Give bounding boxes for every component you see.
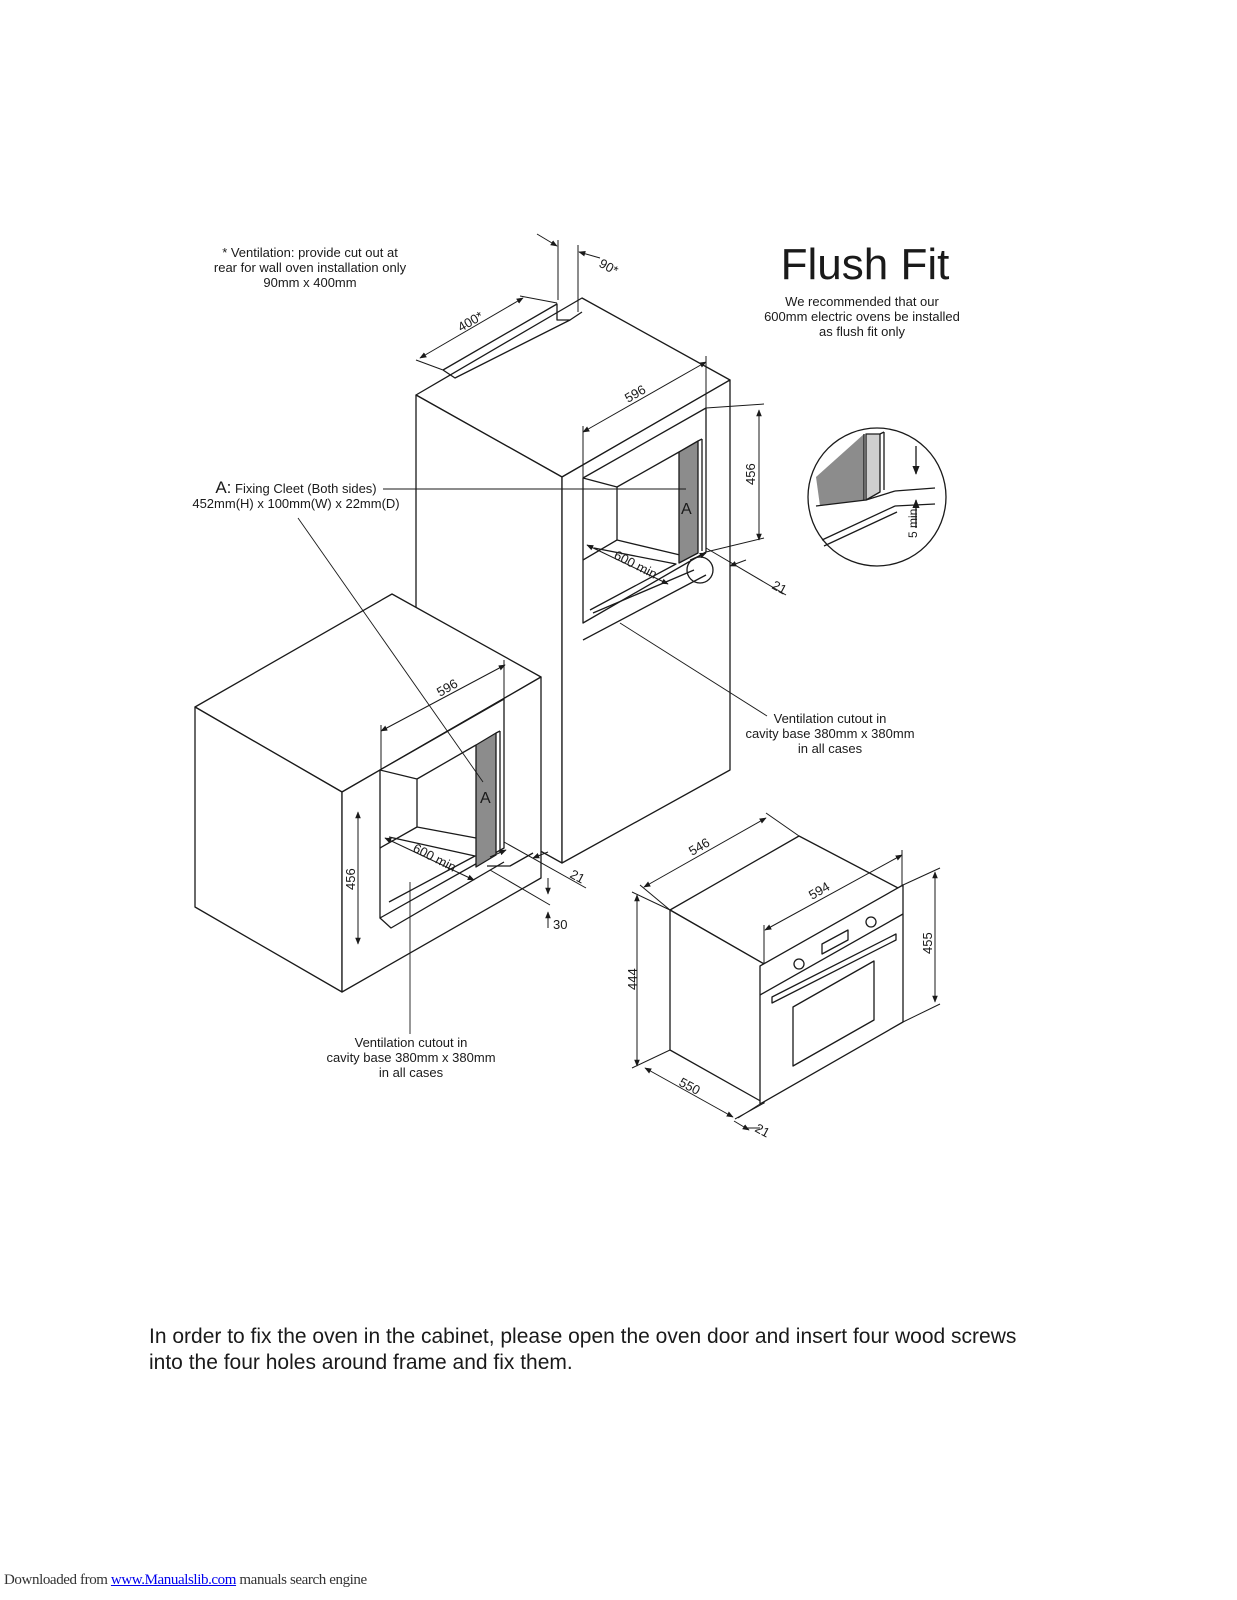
oven-handle: [772, 934, 896, 1003]
base-cabinet: [195, 594, 541, 992]
oven-window: [793, 961, 874, 1066]
tall-vent-leader: [620, 623, 767, 716]
dim-base-height: 456: [343, 868, 358, 890]
ventilation-note-line-2: rear for wall oven installation only: [213, 260, 407, 275]
dim-oven-door: 21: [753, 1120, 773, 1140]
dim-oven-depth: 546: [686, 835, 712, 859]
footer-prefix: Downloaded from: [4, 1572, 111, 1588]
base-ventilation-cutout-note: Ventilation cutout in cavity base 380mm …: [309, 1035, 513, 1080]
footer-suffix: manuals search engine: [236, 1572, 367, 1588]
base-cleet-marker: A: [480, 790, 491, 807]
dim-tall-gap: 21: [770, 577, 790, 597]
recommendation-line-3: as flush fit only: [819, 324, 905, 339]
fixing-cleet-letter: A:: [215, 478, 232, 497]
instructions-line-2: into the four holes around frame and fix…: [149, 1351, 573, 1374]
ventilation-note-line-3: 90mm x 400mm: [263, 275, 357, 290]
base-fixing-cleet: [476, 733, 496, 867]
tall-cutout-line-3: in all cases: [797, 741, 863, 756]
installation-instructions: In order to fix the oven in the cabinet,…: [149, 1324, 1109, 1376]
base-cutout-line-3: in all cases: [378, 1065, 444, 1080]
base-cutout-line-2: cavity base 380mm x 380mm: [326, 1050, 496, 1065]
oven-knob-left: [793, 958, 805, 970]
instructions-line-1: In order to fix the oven in the cabinet,…: [149, 1325, 1017, 1348]
base-cutout-line-1: Ventilation cutout in: [354, 1035, 468, 1050]
recommendation-note: We recommended that our 600mm electric o…: [742, 294, 982, 339]
dim-vent-length: 400*: [455, 308, 486, 334]
detail-inset: [807, 427, 947, 567]
recommendation-line-1: We recommended that our: [785, 294, 939, 309]
tall-cutout-line-1: Ventilation cutout in: [773, 711, 887, 726]
dim-base-bottom: 30: [553, 917, 567, 932]
fixing-cleet-label: Fixing Cleet (Both sides): [235, 481, 377, 496]
oven: [670, 836, 903, 1104]
footer: Downloaded from www.Manualslib.com manua…: [4, 1572, 367, 1589]
page-title: Flush Fit: [780, 240, 950, 289]
fixing-cleet-heading: A: Fixing Cleet (Both sides): [180, 478, 412, 497]
fixing-cleet-leader-base: [298, 518, 483, 782]
fixing-cleet-dimensions: 452mm(H) x 100mm(W) x 22mm(D): [192, 496, 400, 511]
fixing-cleet-note: A: Fixing Cleet (Both sides) 452mm(H) x …: [180, 478, 412, 511]
ventilation-note-line-1: * Ventilation: provide cut out at: [222, 245, 398, 260]
dim-tall-height: 456: [743, 463, 758, 485]
dim-oven-body-depth: 550: [677, 1074, 703, 1097]
dim-base-gap: 21: [568, 866, 588, 886]
dim-vent-width: 90*: [597, 256, 621, 279]
tall-ventilation-cutout-note: Ventilation cutout in cavity base 380mm …: [728, 711, 932, 756]
tall-cleet-marker: A: [681, 501, 692, 518]
recommendation-line-2: 600mm electric ovens be installed: [764, 309, 960, 324]
dim-oven-body-height: 444: [625, 968, 640, 990]
oven-display: [822, 930, 848, 954]
dim-oven-front-height: 455: [920, 932, 935, 954]
footer-link[interactable]: www.Manualslib.com: [110, 1572, 237, 1588]
tall-fixing-cleet: [679, 441, 698, 563]
dim-detail-gap: 5 min: [906, 509, 920, 538]
tall-cutout-line-2: cavity base 380mm x 380mm: [745, 726, 915, 741]
ventilation-note: * Ventilation: provide cut out at rear f…: [187, 245, 433, 290]
